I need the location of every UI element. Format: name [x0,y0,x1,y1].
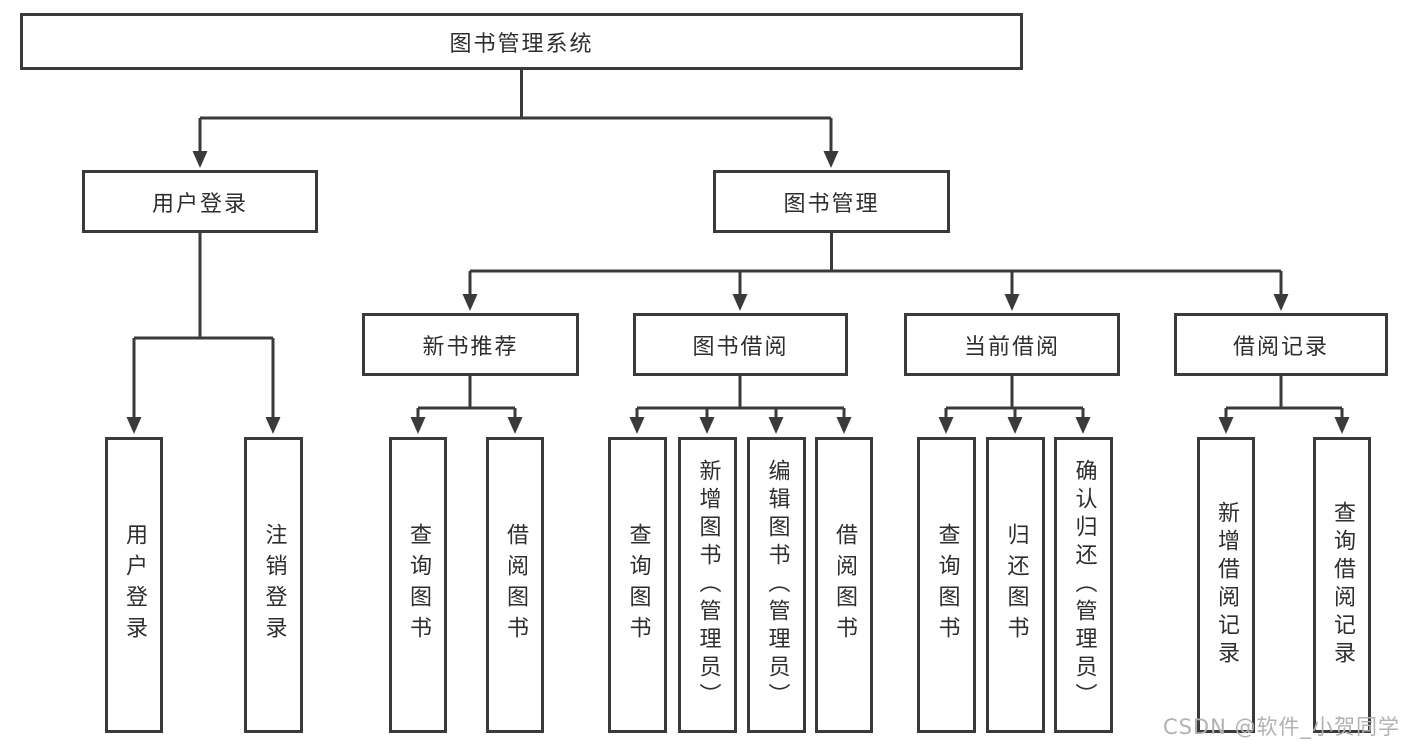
node-library-management-system: 图书管理系统 [20,13,1023,70]
arrow-down-icon [938,417,954,434]
leaf-edit-books-admin: 编辑图书（管理员） [747,437,806,733]
connector-book-management-children [462,233,1289,311]
arrow-down-icon [1004,294,1020,311]
leaf-borrow-books: 借阅图书 [486,437,544,733]
node-user-login: 用户登录 [82,170,318,233]
leaf-logout: 注销登录 [244,437,303,733]
node-book-management: 图书管理 [713,170,950,233]
arrow-down-icon [192,151,208,168]
connector-root-to-level2 [192,70,839,168]
arrow-down-icon [699,417,715,434]
leaf-query-books: 查询图书 [917,437,976,733]
connector-current-borrow-children [938,376,1091,434]
connector-user-login-children [126,233,281,434]
leaf-query-borrow-record: 查询借阅记录 [1313,437,1371,733]
arrow-down-icon [836,417,852,434]
leaf-return-books: 归还图书 [986,437,1045,733]
connector-book-borrow-children [629,376,852,434]
node-new-book-recommendation: 新书推荐 [362,313,579,376]
arrow-down-icon [1334,417,1350,434]
leaf-query-books: 查询图书 [389,437,447,733]
arrow-down-icon [1007,417,1023,434]
leaf-add-books-admin: 新增图书（管理员） [678,437,737,733]
arrow-down-icon [823,151,839,168]
node-current-borrowing: 当前借阅 [904,313,1120,376]
arrow-down-icon [507,417,523,434]
arrow-down-icon [1218,417,1234,434]
arrow-down-icon [732,294,748,311]
arrow-down-icon [629,417,645,434]
arrow-down-icon [265,417,281,434]
arrow-down-icon [126,417,142,434]
arrow-down-icon [1273,294,1289,311]
leaf-add-borrow-record: 新增借阅记录 [1197,437,1255,733]
arrow-down-icon [768,417,784,434]
leaf-query-books: 查询图书 [608,437,667,733]
arrow-down-icon [410,417,426,434]
arrow-down-icon [462,294,478,311]
connector-new-book-children [410,376,523,434]
leaf-borrow-books: 借阅图书 [815,437,873,733]
node-borrowing-records: 借阅记录 [1174,313,1388,376]
node-book-borrowing: 图书借阅 [633,313,848,376]
arrow-down-icon [1075,417,1091,434]
leaf-confirm-return-admin: 确认归还（管理员） [1054,437,1113,733]
leaf-user-login: 用户登录 [105,437,163,733]
csdn-watermark: CSDN @软件_小贺同学 [1162,715,1400,739]
connector-borrow-records-children [1218,376,1350,434]
